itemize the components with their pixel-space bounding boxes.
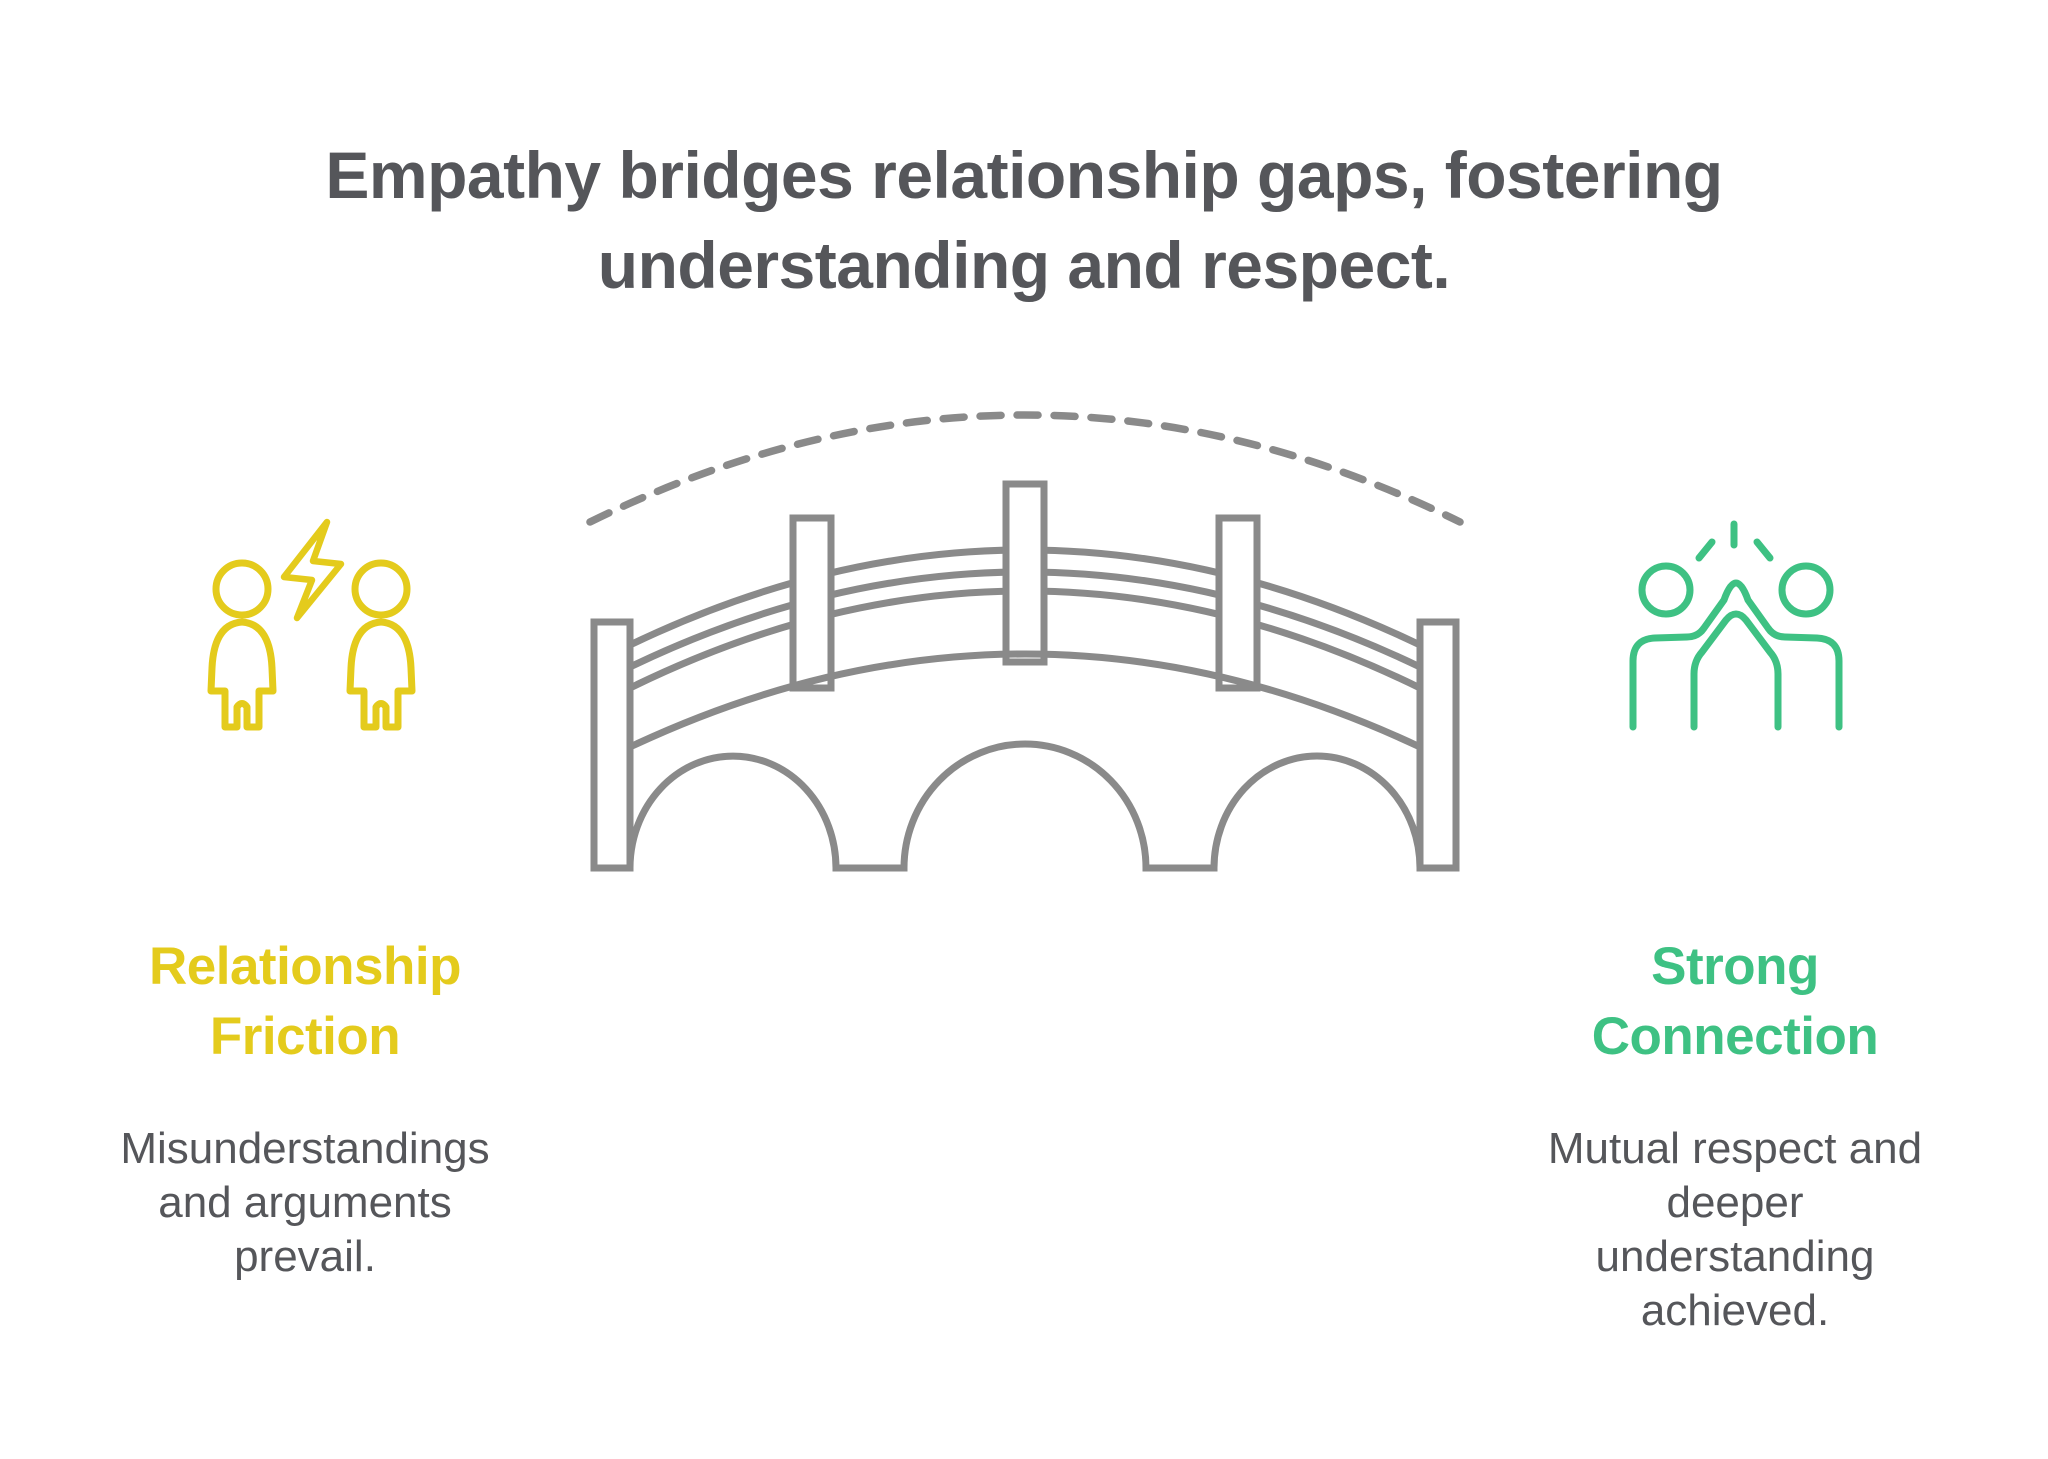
person-right-body — [346, 618, 416, 731]
high-five-outer-outline — [1629, 579, 1843, 731]
person-right-head — [351, 559, 411, 619]
page-title-line-2: understanding and respect. — [597, 228, 1451, 303]
person-left-body — [207, 618, 277, 731]
dashed-connection-arc — [586, 411, 1464, 526]
bridge-post-left — [789, 514, 835, 692]
bridge-post-right — [1215, 514, 1261, 692]
left-panel-heading: Relationship Friction — [148, 937, 462, 1066]
arched-bridge-icon — [586, 411, 1464, 872]
bridge-arches — [626, 740, 1424, 872]
bridge-pillar-right — [1416, 618, 1460, 872]
right-panel-heading: Strong Connection — [1591, 937, 1879, 1066]
right-panel: Strong Connection Mutual respect and dee… — [1535, 932, 1935, 1338]
person-right-head — [1778, 562, 1834, 618]
page-title: Empathy bridges relationship gaps, foste… — [0, 130, 2048, 310]
person-left-head — [1638, 562, 1694, 618]
sparkle-ray-left — [1695, 538, 1716, 562]
bridge-post-center — [1002, 480, 1048, 666]
person-left-head — [212, 559, 272, 619]
people-high-five-icon — [1629, 520, 1843, 731]
sparkle-ray-right — [1753, 538, 1774, 562]
right-panel-description: Mutual respect and deeper understanding … — [1547, 1124, 1923, 1335]
left-panel: Relationship Friction Misunderstandings … — [105, 932, 505, 1284]
high-five-inner-outline — [1690, 610, 1782, 731]
lightning-bolt-icon — [280, 518, 345, 622]
people-conflict-lightning-icon — [207, 518, 416, 731]
bridge-pillar-left — [590, 618, 634, 872]
bridge-deck-edge — [628, 650, 1422, 751]
page-title-line-1: Empathy bridges relationship gaps, foste… — [325, 138, 1723, 213]
left-panel-description: Misunderstandings and arguments prevail. — [120, 1124, 490, 1281]
